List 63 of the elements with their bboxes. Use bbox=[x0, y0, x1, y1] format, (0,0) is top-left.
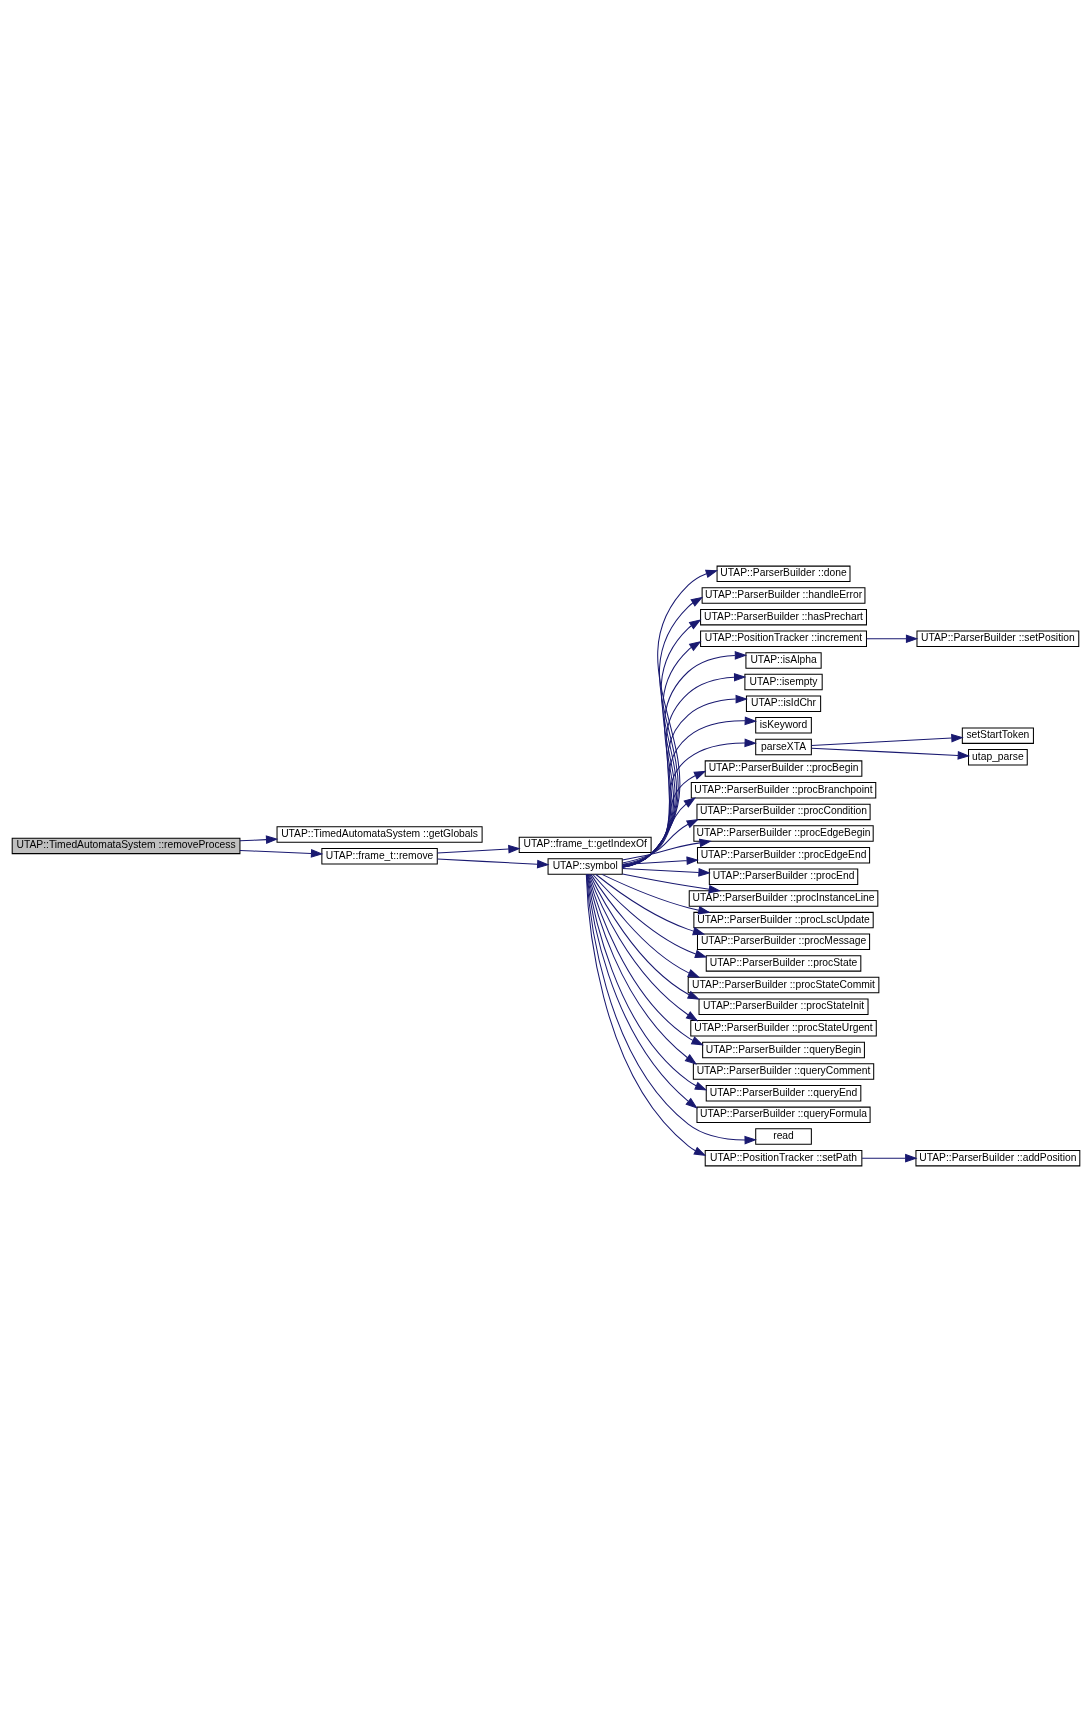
arrow bbox=[589, 873, 700, 1000]
arrow bbox=[621, 873, 722, 893]
node-box: UTAP::TimedAutomataSystem ::getGlobals bbox=[276, 825, 483, 843]
arrow bbox=[861, 1153, 918, 1162]
node-box: parseXTA bbox=[755, 738, 812, 755]
node-box: UTAP::symbol bbox=[547, 857, 623, 875]
node-box: UTAP::isempty bbox=[744, 673, 823, 690]
arrow bbox=[622, 818, 699, 863]
arrow bbox=[621, 796, 697, 865]
arrow bbox=[588, 873, 699, 1021]
arrow bbox=[622, 855, 699, 865]
node-box: UTAP::isAlpha bbox=[745, 651, 822, 669]
arrow bbox=[621, 738, 757, 867]
arrow bbox=[810, 747, 971, 760]
node-box: UTAP::ParserBuilder ::procCondition bbox=[696, 803, 871, 820]
node-box: UTAP::ParserBuilder ::hasPrechart bbox=[700, 608, 867, 625]
node-box: read bbox=[755, 1127, 812, 1145]
node-box: utap_parse bbox=[968, 748, 1028, 766]
arrow bbox=[590, 873, 701, 978]
arrow bbox=[586, 873, 757, 1144]
arrow bbox=[810, 733, 964, 746]
arrow bbox=[621, 770, 707, 866]
arrow bbox=[436, 844, 521, 854]
node-box: UTAP::ParserBuilder ::procMessage bbox=[696, 933, 871, 950]
arrow bbox=[436, 858, 550, 868]
node-box: UTAP::TimedAutomataSystem ::removeProcess bbox=[11, 837, 241, 854]
node-box: UTAP::ParserBuilder ::queryFormula bbox=[696, 1106, 871, 1123]
node-box: UTAP::ParserBuilder ::procStateUrgent bbox=[690, 1019, 877, 1037]
arrow bbox=[621, 716, 758, 867]
arrow bbox=[622, 867, 711, 877]
node-box: UTAP::frame_t::remove bbox=[321, 847, 438, 864]
node-box: UTAP::ParserBuilder ::done bbox=[716, 565, 851, 582]
node-box: UTAP::ParserBuilder ::setPosition bbox=[916, 630, 1080, 647]
node-box: UTAP::ParserBuilder ::procEdgeEnd bbox=[696, 846, 871, 863]
node-box: UTAP::ParserBuilder ::procStateInit bbox=[698, 997, 869, 1015]
node-box: UTAP::ParserBuilder ::queryBegin bbox=[702, 1041, 865, 1058]
arrow bbox=[595, 873, 706, 935]
node-box: UTAP::isIdChr bbox=[745, 694, 822, 712]
node-box: UTAP::ParserBuilder ::procBegin bbox=[704, 759, 863, 777]
node-box: UTAP::ParserBuilder ::procState bbox=[705, 954, 862, 972]
node-box: UTAP::ParserBuilder ::procEnd bbox=[708, 868, 859, 885]
arrow bbox=[585, 873, 707, 1156]
arrow bbox=[621, 838, 712, 861]
arrow bbox=[601, 873, 711, 914]
node-box: UTAP::ParserBuilder ::procBranchpoint bbox=[690, 781, 877, 798]
node-box: UTAP::ParserBuilder ::addPosition bbox=[915, 1149, 1081, 1166]
node-box: UTAP::ParserBuilder ::handleError bbox=[701, 586, 866, 604]
node-box: UTAP::ParserBuilder ::procEdgeBegin bbox=[693, 824, 874, 842]
node-box: UTAP::ParserBuilder ::queryComment bbox=[692, 1062, 875, 1080]
arrow bbox=[621, 569, 719, 868]
node-box: UTAP::ParserBuilder ::procInstanceLine bbox=[688, 889, 879, 907]
arrow bbox=[239, 834, 279, 844]
node-box: setStartToken bbox=[961, 726, 1034, 744]
node-box: UTAP::PositionTracker ::setPath bbox=[704, 1149, 863, 1166]
node-box: UTAP::PositionTracker ::increment bbox=[700, 630, 867, 647]
arrow bbox=[239, 848, 324, 858]
arrow bbox=[866, 633, 919, 643]
node-box: UTAP::frame_t::getIndexOf bbox=[518, 836, 652, 853]
node-box: isKeyword bbox=[755, 716, 812, 734]
arrow bbox=[592, 873, 708, 958]
node-box: UTAP::ParserBuilder ::queryEnd bbox=[705, 1084, 862, 1101]
node-box: UTAP::ParserBuilder ::procStateCommit bbox=[687, 976, 880, 993]
node-box: UTAP::ParserBuilder ::procLscUpdate bbox=[693, 911, 874, 928]
